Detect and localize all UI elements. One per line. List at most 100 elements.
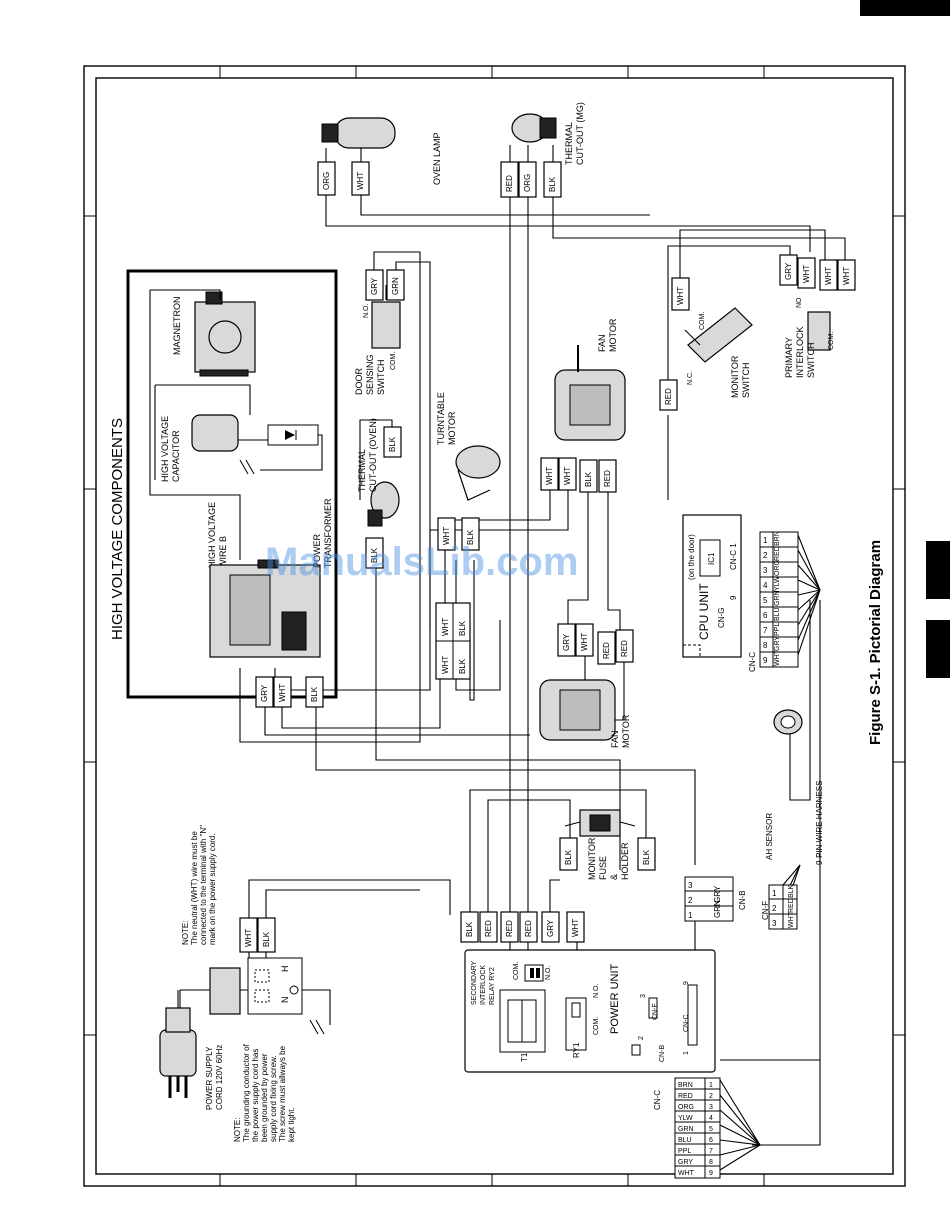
wire-tags: ORG WHT RED ORG BLK GRY GRN WHT GRY WHT … xyxy=(239,161,856,953)
power-cord-label-2: CORD 120V 60Hz xyxy=(215,1045,224,1110)
power-cord-label-1: POWER SUPPLY xyxy=(205,1046,214,1110)
power-transformer xyxy=(209,559,321,658)
ry1-com: COM. xyxy=(593,1017,600,1035)
primary-switch-com: COM. xyxy=(828,332,835,350)
cn-c-pin: 7 xyxy=(709,1148,713,1155)
cord-terminal-block xyxy=(209,957,325,1035)
ah-sensor-label: AH SENSOR xyxy=(765,813,774,860)
wire-tag: BLK xyxy=(564,849,573,865)
cpu-pin: 6 xyxy=(763,611,768,620)
cpu-pin: 5 xyxy=(763,596,768,605)
ground-note-line: The grounding conductor of xyxy=(242,1043,251,1142)
wire-tag: RED xyxy=(602,642,611,659)
cpu-pin-color: PPL xyxy=(774,623,781,636)
wire-tag: BLK xyxy=(584,471,593,487)
hv-capacitor-label-2: CAPACITOR xyxy=(171,430,181,482)
cpu-pin-color: YLW xyxy=(774,576,781,591)
cpu-pin: 3 xyxy=(763,566,768,575)
cpu-note: (on the door) xyxy=(687,534,696,580)
cn-c-table xyxy=(674,1077,721,1179)
cn-c-color: YLW xyxy=(678,1115,693,1122)
cpu-cn-c-label: CN-C xyxy=(748,652,757,672)
ground-note: NOTE: The grounding conductor of the pow… xyxy=(233,1043,296,1142)
neutral-note: NOTE: The neutral (WHT) wire must be con… xyxy=(181,825,217,945)
cn-c-pin: 1 xyxy=(709,1082,713,1089)
cn-g-label: CN-G xyxy=(717,608,726,628)
magnetron xyxy=(194,291,256,377)
wire-tag: WHT xyxy=(356,172,365,190)
wire-tag: BLK xyxy=(465,921,474,937)
wire-tag: WHT xyxy=(278,684,287,702)
cpu-pin: 8 xyxy=(763,641,768,650)
cpu-unit xyxy=(682,514,742,658)
cn-c-color: GRN xyxy=(678,1126,694,1133)
inner-frame xyxy=(95,77,894,1175)
wire-tag: RED xyxy=(505,920,514,937)
cpu-pin: 9 xyxy=(763,656,768,665)
fan-motor-top-label-2: MOTOR xyxy=(608,318,618,352)
wire-tag: WHT xyxy=(441,618,450,636)
cn-f-pin: 1 xyxy=(772,889,777,898)
fan-motor-top xyxy=(554,345,626,441)
wire-tag: WHT xyxy=(580,633,589,651)
pu-pin-three: 3 xyxy=(640,994,647,998)
page-corner-tab xyxy=(860,0,950,16)
cn-c-color: BRN xyxy=(678,1082,693,1089)
turntable-motor xyxy=(455,445,501,501)
power-unit xyxy=(464,949,716,1073)
cpu-pin: 4 xyxy=(763,581,768,590)
wire-tag: WHT xyxy=(571,919,580,937)
cn-f-pin: 3 xyxy=(772,919,777,928)
cpu-pin-color: BLU xyxy=(774,607,781,621)
cpu-pin: 2 xyxy=(763,551,768,560)
ah-sensor xyxy=(773,709,803,735)
cn-c-pin: 2 xyxy=(709,1093,713,1100)
ground-note-line: been grounded by power xyxy=(260,1053,269,1142)
pu-pin-one: 1 xyxy=(683,1051,690,1055)
cn-c-pin: 9 xyxy=(709,1170,713,1177)
wire-tag: RED xyxy=(524,920,533,937)
cn-c-pin: 4 xyxy=(709,1115,713,1122)
ry1-no: N.O. xyxy=(593,984,600,998)
ground-note-line: supply cord fixing screw. xyxy=(269,1055,278,1142)
cn-c-color: RED xyxy=(678,1093,693,1100)
door-switch-label-1: DOOR xyxy=(354,367,364,395)
thermal-mg-label-2: CUT-OUT (MG) xyxy=(575,102,585,165)
cpu-pin-color: GRN xyxy=(774,590,781,606)
cpu-unit-label: CPU UNIT xyxy=(697,583,711,640)
wire-tag: GRY xyxy=(562,633,571,651)
ry1-label: RY1 xyxy=(572,1042,581,1058)
wire-tag: WHT xyxy=(842,267,851,285)
cn-f-label-side: CN-F xyxy=(761,901,770,920)
cn-c-color: BLU xyxy=(678,1137,692,1144)
door-switch-label-3: SWITCH xyxy=(376,360,386,396)
wire-tag: WHT xyxy=(441,656,450,674)
cn-f-pin: 2 xyxy=(772,904,777,913)
hv-wire-b-label-1: HIGH VOLTAGE xyxy=(207,502,217,568)
cord-mark-h: H xyxy=(280,966,290,973)
wire-tag: BLK xyxy=(310,686,319,702)
cn-f-color: WHT xyxy=(788,911,795,928)
cpu-pin-color: GRY xyxy=(774,636,781,651)
cn-c-color: PPL xyxy=(678,1148,691,1155)
door-switch-no: N.O. xyxy=(363,304,370,318)
ground-note-line: kept tight. xyxy=(287,1107,296,1142)
cn-b-label: CN-B xyxy=(738,890,747,910)
cpu-pin-grid xyxy=(759,531,799,668)
wire-tag: RED xyxy=(620,640,629,657)
pu-cn-f-label: CN-F xyxy=(652,1003,659,1020)
cn-f-block xyxy=(768,884,798,930)
wire-tag: BLK xyxy=(458,658,467,674)
ic1-label: IC1 xyxy=(707,552,716,565)
wire-tag: GRY xyxy=(546,919,555,937)
fan-motor-bottom xyxy=(539,679,616,741)
cn-c-color: ORG xyxy=(678,1104,694,1111)
thermal-mg-label-1: THERMAL xyxy=(564,122,574,165)
pu-cn-b-label: CN-B xyxy=(659,1045,666,1062)
monitor-switch-com: COM. xyxy=(699,312,706,330)
fan-motor-top-label-1: FAN xyxy=(597,334,607,352)
monitor-switch-label-2: SWITCH xyxy=(741,363,751,399)
ground-note-line: the power supply cord has xyxy=(251,1049,260,1142)
thermal-oven-label-1: THERMAL xyxy=(357,449,367,492)
